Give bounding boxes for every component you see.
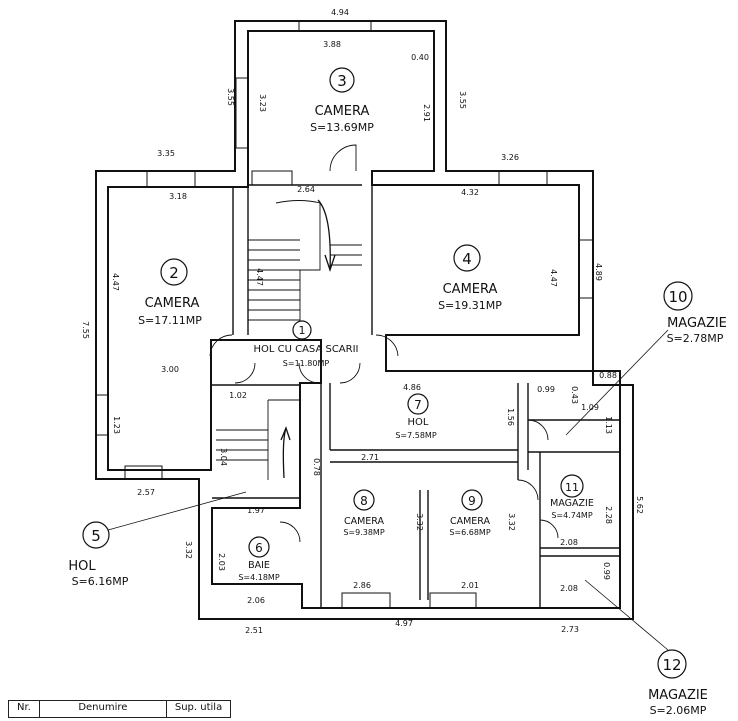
room-name-10: MAGAZIE (667, 316, 727, 331)
room-area-11: S=4.74MP (551, 511, 592, 520)
room-area-6: S=4.18MP (238, 573, 279, 582)
dimension-label: 3.32 (507, 513, 516, 531)
dimension-label: 3.55 (458, 91, 467, 109)
room-number-1: 1 (299, 324, 306, 337)
dimension-label: 0.99 (602, 562, 611, 580)
dimension-label: 3.04 (219, 448, 228, 466)
dimension-label: 2.86 (353, 581, 371, 590)
room-area-12: S=2.06MP (650, 704, 707, 717)
header-suprafata: Sup. utila (165, 700, 232, 718)
room-area-7: S=7.58MP (395, 431, 436, 440)
room-name-1: HOL CU CASA SCARII (253, 344, 358, 355)
room-number-2: 2 (169, 264, 179, 282)
room-number-7: 7 (414, 398, 422, 412)
stairs (216, 199, 362, 480)
door-swings (209, 144, 559, 543)
dimension-label: 1.56 (506, 408, 515, 426)
dimension-label: 3.32 (184, 541, 193, 559)
room-number-12: 12 (662, 656, 681, 674)
room-name-4: CAMERA (443, 282, 498, 297)
dimension-label: 4.47 (255, 268, 264, 286)
room-name-5: HOL (68, 559, 96, 574)
dimension-label: 3.55 (226, 88, 235, 106)
room-number-markers (82, 67, 693, 679)
dimension-label: 2.73 (561, 625, 579, 634)
outer-walls (95, 20, 634, 620)
dimension-label: 2.57 (137, 488, 155, 497)
dimension-label: 2.08 (560, 538, 578, 547)
header-denumire: Denumire (38, 700, 167, 718)
room-name-7: HOL (408, 417, 429, 428)
room-name-8: CAMERA (344, 516, 385, 527)
dimension-label: 0.88 (599, 371, 617, 380)
room-number-9: 9 (468, 494, 476, 508)
dimension-label: 3.23 (258, 94, 267, 112)
dimension-label: 4.32 (461, 188, 479, 197)
dimension-label: 2.51 (245, 626, 263, 635)
dimension-label: 2.03 (217, 553, 226, 571)
dimension-label: 0.78 (312, 458, 321, 476)
dimension-label: 3.26 (501, 153, 519, 162)
dimension-label: 3.18 (169, 192, 187, 201)
dimension-label: 4.97 (395, 619, 413, 628)
dimension-label: 1.02 (229, 391, 247, 400)
room-number-10: 10 (668, 288, 687, 306)
room-table: Nr. Denumire Sup. utila (8, 700, 232, 718)
dimension-label: 1.23 (112, 416, 121, 434)
room-name-2: CAMERA (145, 296, 200, 311)
room-number-6: 6 (255, 541, 263, 555)
room-area-3: S=13.69MP (310, 121, 374, 134)
room-area-5: S=6.16MP (72, 575, 129, 588)
room-number-11: 11 (565, 481, 579, 494)
dimension-label: 2.71 (361, 453, 379, 462)
dimension-label: 4.47 (111, 273, 120, 291)
dimension-label: 0.43 (570, 386, 579, 404)
dimension-labels: 4.94 3.88 0.40 3.55 3.23 2.91 3.55 3.35 … (81, 8, 644, 635)
dimension-label: 2.28 (604, 506, 613, 524)
dimension-label: 4.94 (331, 8, 349, 17)
dimension-label: 3.00 (161, 365, 179, 374)
dimension-label: 2.01 (461, 581, 479, 590)
room-number-4: 4 (462, 250, 472, 268)
room-name-6: BAIE (248, 560, 270, 571)
room-area-9: S=6.68MP (449, 528, 490, 537)
room-name-11: MAGAZIE (550, 498, 594, 509)
dimension-label: 1.97 (247, 506, 265, 515)
dimension-label: 3.88 (323, 40, 341, 49)
header-nr: Nr. (8, 700, 40, 718)
room-area-10: S=2.78MP (667, 332, 724, 345)
dimension-label: 2.06 (247, 596, 265, 605)
room-table-header: Nr. Denumire Sup. utila (8, 700, 232, 718)
room-name-12: MAGAZIE (648, 688, 708, 703)
dimension-label: 0.40 (411, 53, 429, 62)
windows (95, 20, 594, 609)
room-number-3: 3 (337, 72, 347, 90)
dimension-label: 2.08 (560, 584, 578, 593)
dimension-label: 0.99 (537, 385, 555, 394)
dimension-label: 2.91 (422, 104, 431, 122)
room-name-9: CAMERA (450, 516, 491, 527)
dimension-label: 2.64 (297, 185, 315, 194)
room-name-3: CAMERA (315, 104, 370, 119)
dimension-label: 4.47 (549, 269, 558, 287)
leader-lines (107, 329, 669, 651)
dimension-label: 3.32 (415, 513, 424, 531)
dimension-label: 1.09 (581, 403, 599, 412)
dimension-label: 3.35 (157, 149, 175, 158)
dimension-label: 4.86 (403, 383, 421, 392)
room-area-8: S=9.38MP (343, 528, 384, 537)
room-number-5: 5 (91, 527, 101, 545)
dimension-label: 1.13 (604, 416, 613, 434)
room-area-2: S=17.11MP (138, 314, 202, 327)
dimension-label: 7.55 (81, 321, 90, 339)
room-number-8: 8 (360, 494, 368, 508)
room-area-1: S=11.80MP (283, 359, 330, 368)
room-area-4: S=19.31MP (438, 299, 502, 312)
dimension-label: 4.89 (594, 263, 603, 281)
dimension-label: 5.62 (635, 496, 644, 514)
